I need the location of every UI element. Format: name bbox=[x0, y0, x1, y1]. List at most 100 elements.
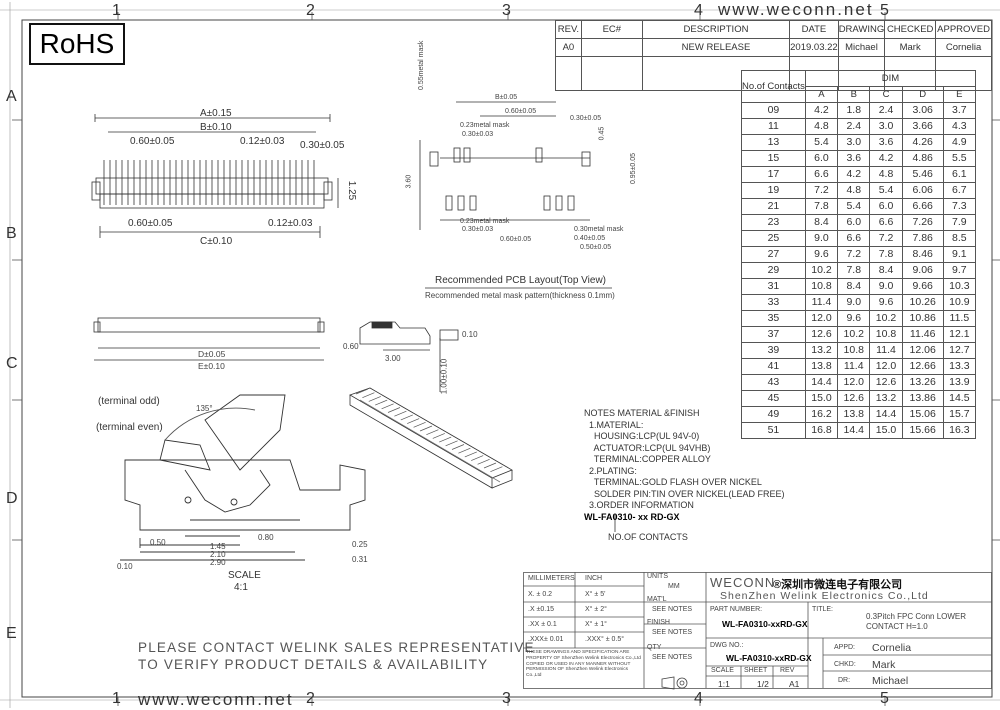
dim-cell: 11.46 bbox=[901, 326, 944, 343]
column-marker-2-bottom: 2 bbox=[306, 690, 315, 707]
top-view-pins bbox=[103, 160, 315, 205]
section-d7: 0.31 bbox=[352, 555, 368, 564]
dim-cell: 7.2 bbox=[869, 230, 903, 247]
dim-cell: 6.6 bbox=[837, 230, 871, 247]
checked-header: CHECKED bbox=[884, 20, 937, 39]
dim-cell: 5.4 bbox=[804, 134, 839, 151]
scale-label: SCALE bbox=[228, 570, 261, 581]
sheet-value: 1/2 bbox=[757, 679, 769, 689]
dim-cell: 3.7 bbox=[942, 102, 977, 119]
dim-cell: 3.0 bbox=[837, 134, 871, 151]
dim-cell: 5.4 bbox=[869, 182, 903, 199]
dim-cell: 8.46 bbox=[901, 246, 944, 263]
dim-cell: 4.2 bbox=[804, 102, 839, 119]
top-view-drawing bbox=[91, 114, 339, 238]
section-d2: 0.80 bbox=[258, 533, 274, 542]
dim-cell: 11.4 bbox=[804, 294, 839, 311]
dim-cell: 15.0 bbox=[869, 422, 903, 439]
drawing-value: Michael bbox=[837, 38, 886, 57]
iso-rib bbox=[490, 466, 503, 473]
dim-cell: 11.4 bbox=[869, 342, 903, 359]
pcb-dim-v1: 0.55metal mask bbox=[418, 40, 425, 90]
section-view-drawing bbox=[120, 394, 366, 561]
tol-row-4-mm: .XXX± 0.01 bbox=[528, 636, 564, 643]
dim-cell: 5.5 bbox=[942, 150, 977, 167]
iso-rib bbox=[464, 451, 477, 458]
contacts-cell: 21 bbox=[741, 198, 806, 215]
column-marker-2: 2 bbox=[306, 2, 315, 19]
dim-cell: 10.8 bbox=[869, 326, 903, 343]
dim-cell: 5.46 bbox=[901, 166, 944, 183]
front-dim-e: E±0.10 bbox=[198, 361, 225, 371]
dim-cell: 14.5 bbox=[942, 390, 977, 407]
dim-cell: 10.26 bbox=[901, 294, 944, 311]
iso-rib bbox=[381, 403, 394, 410]
pcb-layout-title: Recommended PCB Layout(Top View) bbox=[435, 275, 607, 286]
iso-rib bbox=[407, 418, 420, 424]
contacts-cell: 13 bbox=[741, 134, 806, 151]
column-marker-4-bottom: 4 bbox=[694, 690, 703, 707]
dim-cell: 3.06 bbox=[901, 102, 944, 119]
dim-cell: 4.26 bbox=[901, 134, 944, 151]
terminal-even-label: (terminal even) bbox=[96, 422, 163, 433]
dim-cell: 12.6 bbox=[837, 390, 871, 407]
dwg-label: DWG NO.: bbox=[710, 642, 744, 649]
dim-cell: 12.6 bbox=[869, 374, 903, 391]
dim-cell: 6.1 bbox=[942, 166, 977, 183]
iso-rib bbox=[432, 433, 445, 439]
chkd-label: CHKD: bbox=[834, 661, 856, 668]
pcb-dim-v5: 0.95±0.05 bbox=[630, 152, 638, 185]
row-marker-b: B bbox=[6, 225, 17, 242]
contacts-cell: 31 bbox=[741, 278, 806, 295]
dim-pitch-2: 0.12±0.03 bbox=[240, 136, 285, 147]
iso-rib bbox=[477, 458, 490, 465]
isometric-view-drawing bbox=[349, 387, 513, 489]
dim-cell: 7.8 bbox=[869, 246, 903, 263]
contacts-header: No.of Contacts bbox=[741, 70, 806, 103]
notes-line: ACTUATOR:LCP(UL 94VHB) bbox=[584, 442, 711, 453]
dim-cell: 12.06 bbox=[901, 342, 944, 359]
dim-cell: 3.6 bbox=[837, 150, 871, 167]
dim-cell: 11.5 bbox=[942, 310, 977, 327]
iso-rib bbox=[419, 425, 433, 432]
contacts-cell: 41 bbox=[741, 358, 806, 375]
dim-cell: 9.06 bbox=[901, 262, 944, 279]
dim-cell: 15.0 bbox=[804, 390, 839, 407]
dim-cell: 10.3 bbox=[942, 278, 977, 295]
scale-header: SCALE bbox=[711, 667, 734, 674]
tol-row-1-inch: X° ± 5' bbox=[585, 591, 606, 598]
contacts-cell: 27 bbox=[741, 246, 806, 263]
pcb-dim-p1: 0.60±0.05 bbox=[505, 108, 537, 115]
dim-cell: 10.2 bbox=[837, 326, 871, 343]
company-name-cn: ®深圳市微连电子有限公司 bbox=[773, 576, 902, 592]
dim-cell: 4.86 bbox=[901, 150, 944, 167]
dim-pitch-1: 0.60±0.05 bbox=[130, 136, 175, 147]
tol-row-2-mm: .X ±0.15 bbox=[528, 606, 555, 613]
contacts-cell: 45 bbox=[741, 390, 806, 407]
dim-cell: 13.8 bbox=[837, 406, 871, 423]
iso-rib bbox=[355, 388, 369, 395]
tol-row-2-inch: X° ± 2° bbox=[585, 606, 607, 613]
terminal-odd-label: (terminal odd) bbox=[98, 396, 160, 407]
dim-cell: 9.6 bbox=[869, 294, 903, 311]
pcb-dim-p2: 0.30±0.05 bbox=[570, 115, 602, 122]
dim-col-a: A bbox=[804, 86, 839, 103]
rev-header-tb: REV bbox=[780, 667, 795, 674]
contacts-cell: 39 bbox=[741, 342, 806, 359]
matl-label: MAT'L bbox=[647, 596, 667, 603]
iso-rib bbox=[426, 429, 439, 436]
column-marker-1-bottom: 1 bbox=[112, 690, 121, 707]
column-marker-3: 3 bbox=[502, 2, 511, 19]
dim-col-c: C bbox=[869, 86, 903, 103]
dr-value: Michael bbox=[872, 675, 909, 687]
dim-cell: 8.5 bbox=[942, 230, 977, 247]
date-value: 2019.03.22 bbox=[789, 38, 839, 57]
